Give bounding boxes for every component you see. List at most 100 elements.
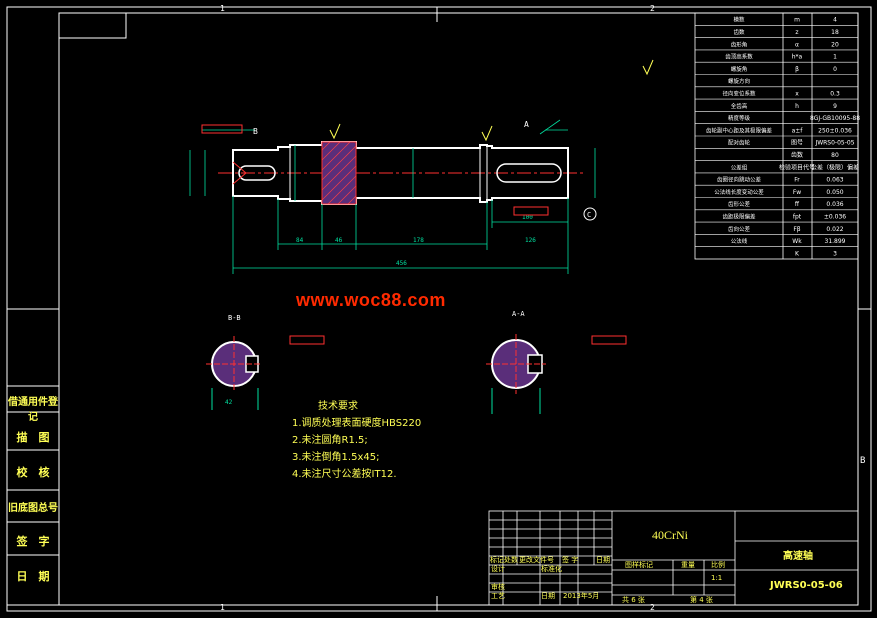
gear-table-cell: 齿顶高系数 (725, 53, 753, 61)
gear-table-cell: 20 (831, 41, 839, 48)
date-value: 2013年5月 (563, 591, 599, 600)
gear-table-cell: 9 (833, 103, 837, 110)
gear-table-cell: 齿向公差 (728, 225, 751, 233)
rev-header: 标记 (490, 555, 504, 564)
gear-table-cell: 检验项目代号 (779, 163, 815, 171)
datum-c-circle (583, 207, 597, 221)
section-label-aa: A-A (512, 310, 525, 318)
side-label-borrow: 借通用件登记 (8, 397, 58, 423)
gear-table-cell: 模数 (733, 16, 745, 24)
gear-table-cell: 配对齿轮 (728, 139, 751, 147)
side-label-old-no: 旧底图总号 (8, 503, 58, 514)
material-label: 40CrNi (652, 528, 689, 542)
row-label: 工艺 (491, 592, 505, 600)
gear-table-cell: 0.022 (826, 226, 843, 233)
gear-table-cell: h*a (792, 54, 803, 61)
gear-table-cell: 公差组 (731, 163, 748, 171)
gear-table-cell: 0.050 (826, 189, 843, 196)
view-label-b: B (253, 127, 258, 136)
note-item: 2.未注圆角R1.5; (292, 435, 368, 446)
note-item: 1.调质处理表面硬度HBS220 (292, 418, 422, 429)
sheet-no: 第 4 张 (690, 595, 713, 604)
gear-table-cell: 0.036 (826, 201, 843, 208)
side-block-frame (6, 308, 60, 606)
row-label: 审核 (491, 582, 505, 591)
gear-table-cell: K (795, 250, 800, 257)
gear-table-cell: Fr (794, 177, 800, 184)
gear-table-cell: fpt (793, 213, 802, 220)
gear-table-cell: 螺旋方向 (728, 77, 750, 85)
gear-table-cell: h (795, 103, 799, 110)
dim-46: 46 (335, 237, 343, 244)
dim-178: 178 (413, 237, 424, 244)
section-label-bb: B-B (228, 314, 241, 322)
gear-table-cell: 0.063 (826, 177, 843, 184)
note-item: 3.未注倒角1.5x45; (292, 452, 380, 463)
drawing-number: JWRS0-05-06 (769, 580, 843, 591)
rev-headers: 标记 处数 更改文件号 签 字 日期 设计 标准化 审核 工艺 日期 2013年… (490, 555, 725, 604)
shaft-main-view: 456 46 178 100 126 84 B A C (189, 59, 654, 274)
gear-table-cell: 齿形角 (731, 40, 748, 48)
part-name: 高速轴 (783, 549, 813, 562)
gear-table-cell: 18 (831, 29, 839, 36)
gear-table-cell: x (795, 90, 799, 97)
gear-table-cell: Fw (793, 189, 801, 196)
scale-value: 1:1 (711, 574, 722, 582)
dim-126: 126 (525, 237, 536, 244)
zone-label: B (860, 456, 865, 466)
notes-title: 技术要求 (318, 401, 358, 412)
roughness-mark (329, 123, 341, 140)
gear-table-cell: m (794, 17, 800, 24)
rev-header: 更改文件号 (519, 555, 554, 564)
gear-table-cell: ±0.036 (824, 213, 846, 220)
gear-table-cell: a±f (792, 127, 804, 134)
gear-table-cell: 公差（极限）偏差 (811, 163, 859, 171)
note-item: 4.未注尺寸公差按IT12. (292, 469, 397, 480)
zone-label: 2 (650, 603, 655, 612)
gear-table-cell: 齿距极限偏差 (722, 212, 756, 220)
gear-table-cell: 径向变位系数 (722, 89, 756, 97)
keyway-right (496, 163, 562, 183)
datum-c-label: C (587, 211, 591, 219)
title-block-frame (488, 510, 859, 606)
tolerance-frame (513, 206, 549, 216)
zone-label: 1 (220, 603, 225, 612)
gear-table-cell: β (795, 66, 799, 73)
row-label: 设计 (491, 564, 505, 573)
gear-table-cell: 图号 (791, 140, 803, 147)
watermark-text: www.woc88.com (296, 290, 446, 310)
tolerance-frame (201, 124, 243, 134)
gear-table-cell: 齿数 (791, 151, 803, 159)
stage-header: 比例 (711, 560, 725, 569)
gear-table-cell: 4 (833, 17, 837, 24)
gear-table-cell: ff (795, 201, 800, 208)
gear-table-cell: 80 (831, 152, 839, 159)
dimension-lines (189, 119, 596, 274)
gear-table-cell: JWRS0-05-05 (814, 140, 854, 147)
section-view-aa (486, 334, 627, 414)
gear-table-cell: 0 (833, 66, 837, 73)
gear-table-cell: 3 (833, 250, 837, 257)
roughness-mark (481, 125, 493, 142)
gear-table-cell: 齿数 (733, 28, 745, 36)
dim-42: 42 (225, 399, 233, 406)
inner-frame (58, 12, 859, 606)
side-label-check: 校 核 (16, 466, 50, 479)
gear-table-cell: 250±0.036 (818, 127, 852, 134)
gear-table-cell: 齿轮副中心距及其极限偏差 (706, 126, 773, 134)
gear-table-cell: α (795, 41, 799, 48)
zone-label: 1 (220, 4, 225, 13)
gear-table-cell: 齿圈径向跳动公差 (717, 176, 762, 184)
side-label-date: 日 期 (16, 570, 50, 583)
dim-total: 456 (396, 260, 407, 267)
step-lines (289, 145, 488, 202)
dim-100: 100 (522, 214, 533, 221)
gear-table-cell: Fβ (793, 226, 800, 233)
rev-header: 处数 (504, 555, 518, 564)
gear-table-rows (695, 24, 858, 247)
gear-section (321, 141, 357, 205)
gear-table-cell: 全齿高 (731, 102, 748, 110)
gear-table-cell: 螺旋角 (731, 65, 748, 73)
